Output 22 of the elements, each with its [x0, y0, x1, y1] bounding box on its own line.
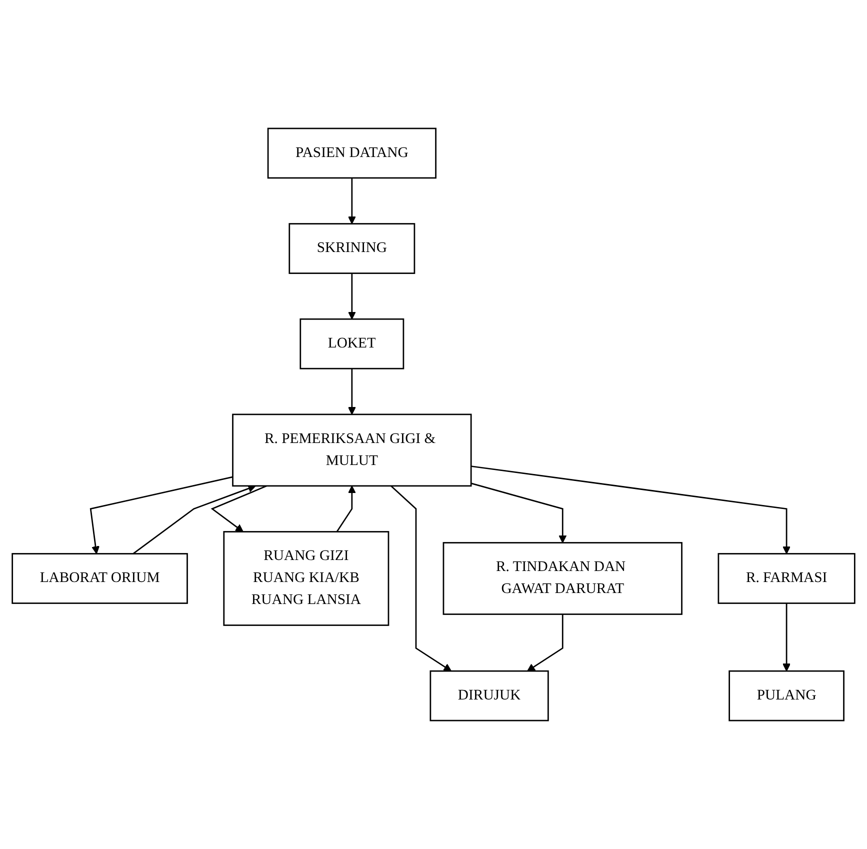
- node-box: R. PEMERIKSAAN GIGI & MULUT: [232, 414, 472, 487]
- arrow: [390, 485, 452, 672]
- arrow: [210, 485, 268, 532]
- node-box: R. TINDAKAN DAN GAWAT DARURAT: [442, 542, 682, 615]
- node-box: PASIEN DATANG: [267, 128, 436, 179]
- node-box: DIRUJUK: [430, 670, 549, 722]
- node-box: LOKET: [300, 318, 404, 370]
- arrow: [90, 476, 233, 554]
- arrow: [782, 603, 791, 672]
- arrow: [470, 466, 791, 554]
- arrow: [470, 482, 567, 544]
- arrow: [336, 486, 356, 532]
- arrow: [348, 178, 356, 224]
- arrow: [527, 614, 564, 672]
- node-box: R. FARMASI: [718, 553, 856, 604]
- arrow: [348, 368, 356, 415]
- node-box: SKRINING: [288, 223, 416, 274]
- node-box: LABORAT ORIUM: [12, 553, 188, 604]
- arrow: [348, 273, 356, 320]
- arrow: [132, 484, 256, 554]
- node-box: RUANG GIZI RUANG KIA/KB RUANG LANSIA: [223, 531, 390, 626]
- node-box: PULANG: [728, 670, 844, 722]
